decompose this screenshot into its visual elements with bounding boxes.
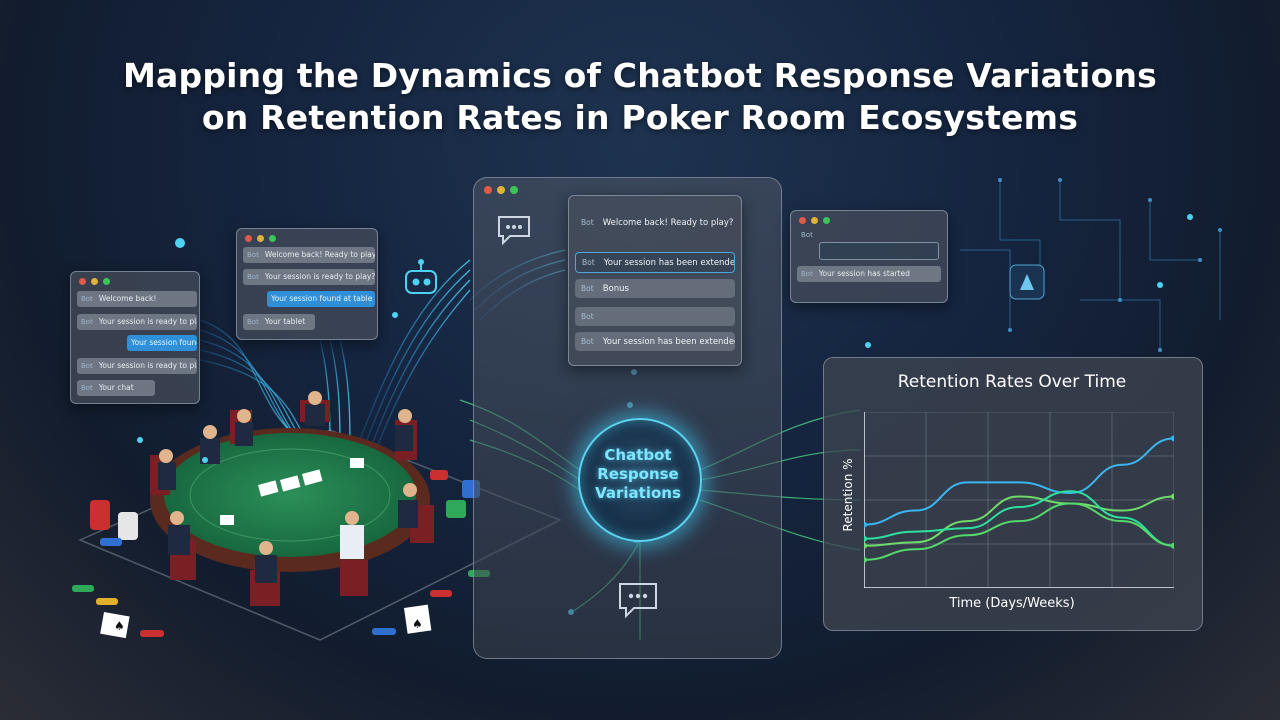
maximize-dot-icon[interactable] <box>510 186 518 194</box>
hub-label: Chatbot Response Variations <box>595 446 681 502</box>
robot-icon <box>405 259 437 294</box>
minimize-dot-icon[interactable] <box>257 235 264 242</box>
series-line-3 <box>864 502 1174 561</box>
window-controls <box>799 217 830 224</box>
close-dot-icon[interactable] <box>245 235 252 242</box>
retention-chart-panel <box>823 357 1203 631</box>
svg-text:♠: ♠ <box>114 619 125 633</box>
circuit-lines <box>960 180 1221 350</box>
maximize-dot-icon[interactable] <box>103 278 110 285</box>
series-point-1-start <box>864 542 867 549</box>
series-point-3-start <box>864 556 867 563</box>
series-point-3-end <box>1171 542 1174 549</box>
page-title-line1: Mapping the Dynamics of Chatbot Response… <box>123 56 1157 95</box>
series-point-0-end <box>1171 435 1174 442</box>
poker-chips <box>72 470 490 637</box>
chat-bubble-icon <box>498 216 530 246</box>
close-dot-icon[interactable] <box>799 217 806 224</box>
chat-bubble-user: Your session found <box>127 335 197 351</box>
chat-bubble-user: Your session found at table <box>267 291 375 307</box>
floor-cards: ♠ ♠ <box>100 604 432 639</box>
series-point-0-start <box>864 521 867 528</box>
svg-text:♠: ♠ <box>412 617 423 631</box>
series-line-0 <box>864 437 1174 526</box>
minimize-dot-icon[interactable] <box>811 217 818 224</box>
series-line-1 <box>864 495 1174 547</box>
window-controls <box>245 235 276 242</box>
hex-chip-icon <box>1009 264 1045 300</box>
series-point-2-start <box>864 535 867 542</box>
series-point-1-end <box>1171 493 1174 500</box>
minimize-dot-icon[interactable] <box>497 186 505 194</box>
chatbot-hub-circle <box>578 418 702 542</box>
chart-title: Retention Rates Over Time <box>897 372 1127 392</box>
retention-line-chart <box>864 412 1174 588</box>
table-cards <box>220 458 364 525</box>
players <box>150 391 434 606</box>
close-dot-icon[interactable] <box>484 186 492 194</box>
page-title-line2: on Retention Rates in Poker Room Ecosyst… <box>201 98 1079 137</box>
maximize-dot-icon[interactable] <box>823 217 830 224</box>
series-line-2 <box>864 490 1174 547</box>
window-controls <box>79 278 110 285</box>
chat-bubble: Bot <box>575 307 735 326</box>
maximize-dot-icon[interactable] <box>269 235 276 242</box>
window-controls <box>484 186 518 194</box>
close-dot-icon[interactable] <box>79 278 86 285</box>
circuit-dots <box>998 178 1222 352</box>
chart-y-axis-label: Retention % <box>841 458 855 532</box>
chat-input-field[interactable] <box>819 242 939 260</box>
chat-bubble: Bot <box>801 231 813 239</box>
minimize-dot-icon[interactable] <box>91 278 98 285</box>
chat-bubble-icon <box>619 583 657 619</box>
chart-x-axis-label: Time (Days/Weeks) <box>949 596 1075 611</box>
